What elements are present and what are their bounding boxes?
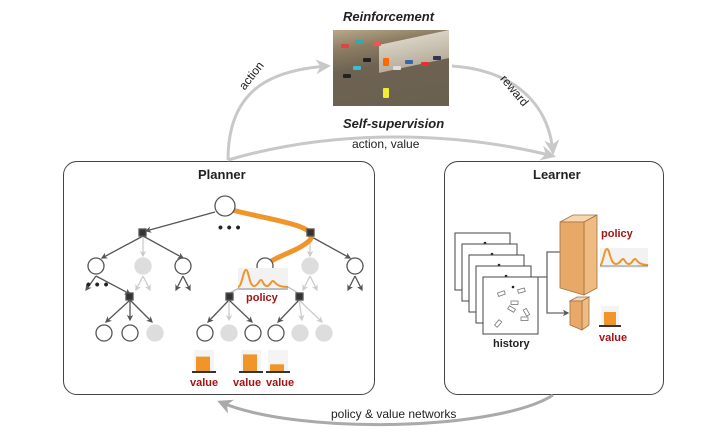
state-node [174, 257, 192, 275]
frame-car [507, 305, 517, 313]
action-node [306, 228, 315, 237]
root-node [214, 195, 236, 217]
learner-policy-label: policy [601, 228, 633, 240]
action-arrow [226, 59, 331, 161]
learner-value-label: value [599, 332, 628, 344]
learner-value-chart [599, 306, 621, 327]
value-label: value [266, 377, 295, 389]
value-bar [604, 312, 616, 326]
frame-car [496, 290, 506, 297]
leaf-node-faded [146, 324, 164, 342]
environment-image [333, 30, 449, 106]
environment-subtitle: Self-supervision [343, 116, 445, 131]
leaf-node-faded [220, 324, 238, 342]
action-value-label: action, value [352, 137, 420, 151]
value-network-block [568, 296, 591, 331]
frame-car [517, 287, 526, 294]
leaf-node-faded [315, 324, 333, 342]
selected-path [229, 207, 314, 265]
state-node-faded [301, 257, 319, 275]
action-value-arrow [227, 135, 556, 162]
planner-title: Planner [198, 167, 246, 182]
networks-arrow [217, 393, 554, 427]
frame-car [493, 319, 503, 328]
leaf-node [267, 324, 285, 342]
history-label: history [493, 338, 530, 350]
learner-title: Learner [533, 167, 581, 182]
leaf-node [196, 324, 214, 342]
action-node [125, 292, 134, 301]
leaf-node [244, 324, 262, 342]
value-label: value [190, 377, 219, 389]
ellipsis: • • • [86, 276, 109, 292]
value-bar [196, 356, 210, 372]
frame-car [522, 307, 531, 317]
environment-title: Reinforcement [343, 9, 435, 24]
value-bar [243, 354, 257, 372]
history-frame [482, 276, 539, 335]
leaf-node-faded [291, 324, 309, 342]
action-node [225, 292, 234, 301]
leaf-node [121, 324, 139, 342]
value-label: value [233, 377, 262, 389]
frame-car [520, 316, 529, 321]
reward-arrow [451, 64, 560, 155]
history-stack [454, 232, 539, 335]
leaf-node [95, 324, 113, 342]
to-policy-arrow [533, 248, 567, 278]
to-value-arrow [546, 277, 570, 317]
frame-car [510, 300, 519, 305]
networks-label: policy & value networks [331, 407, 457, 421]
tree-nodes [87, 195, 364, 342]
frame-dot [511, 285, 515, 289]
planner-policy-chart [237, 268, 289, 290]
action-node [138, 228, 147, 237]
value-bar [270, 364, 284, 372]
state-node-faded [134, 257, 152, 275]
search-tree [85, 211, 363, 323]
policy-network-block [559, 214, 598, 296]
planner-value-bars [192, 350, 290, 373]
action-node [295, 292, 304, 301]
state-node [346, 257, 364, 275]
state-node [87, 257, 105, 275]
ellipsis: • • • [218, 219, 241, 235]
planner-policy-label: policy [246, 292, 278, 304]
learner-policy-chart [599, 247, 649, 268]
